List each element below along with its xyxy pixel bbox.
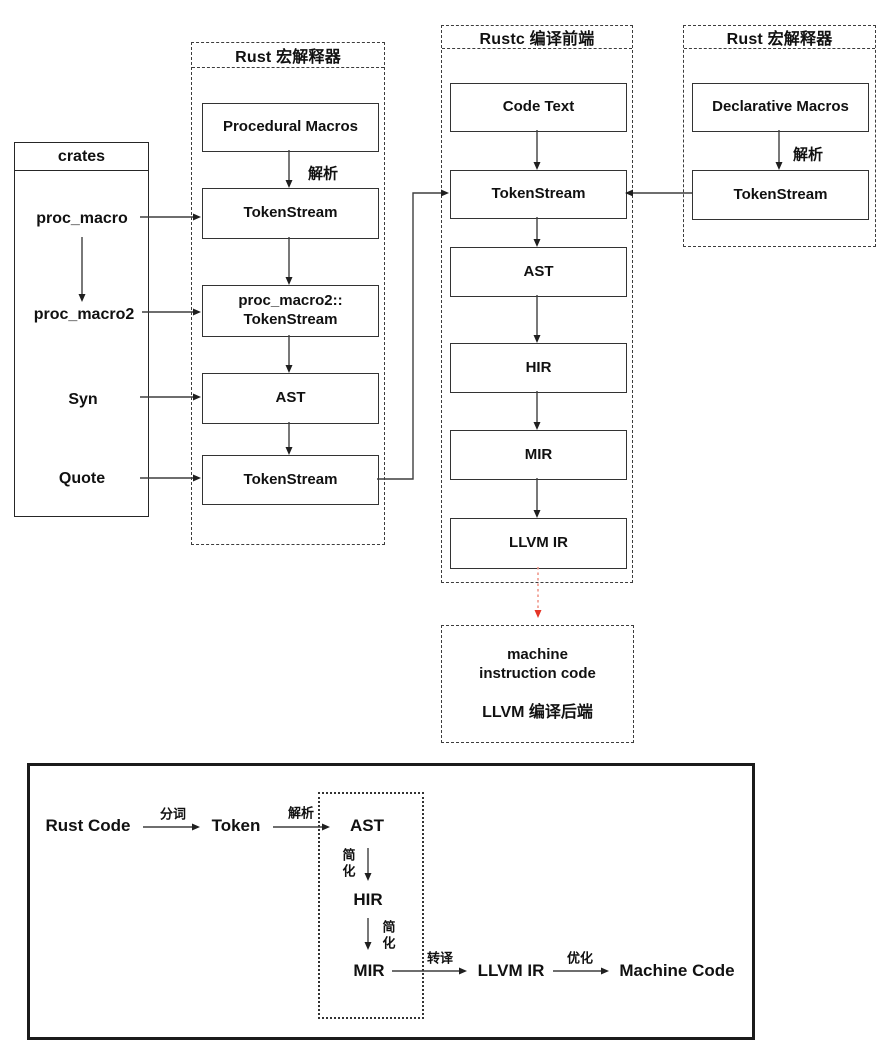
connector-left-tokenstream-to-mid: [377, 189, 449, 480]
node-procedural-macros: Procedural Macros: [202, 103, 379, 152]
bottom-pipeline-frame: [27, 763, 755, 1040]
crate-item-proc-macro: proc_macro: [36, 210, 128, 227]
node-declarative-macros: Declarative Macros: [692, 83, 869, 132]
node-proc-macro2-tokenstream: proc_macro2:: TokenStream: [202, 285, 379, 337]
flow-node-machine-code: Machine Code: [619, 961, 735, 980]
flow-node-mir: MIR: [353, 961, 385, 980]
edge-label-tokenize: 分词: [159, 806, 187, 822]
node-mir-mid: MIR: [450, 430, 627, 480]
parse-label-right: 解析: [792, 146, 824, 164]
crate-item-syn: Syn: [68, 391, 98, 408]
edge-label-optimize: 优化: [566, 950, 594, 966]
edge-label-translate: 转译: [426, 950, 454, 966]
flow-node-rust-code: Rust Code: [45, 816, 131, 835]
node-code-text: Code Text: [450, 83, 627, 132]
node-llvm-ir-mid: LLVM IR: [450, 518, 627, 569]
macro-interpreter-panel-right-title: Rust 宏解释器: [684, 26, 875, 49]
edge-label-simplify-b: 简化: [382, 919, 396, 950]
node-tokenstream-mid: TokenStream: [450, 170, 627, 219]
macro-interpreter-panel-left-title: Rust 宏解释器: [192, 43, 384, 68]
edge-label-simplify-a: 简化: [342, 847, 356, 878]
node-tokenstream-left-2: TokenStream: [202, 455, 379, 505]
flow-node-llvm-ir: LLVM IR: [477, 961, 545, 980]
macro-interpreter-panel-right: Rust 宏解释器: [683, 25, 876, 247]
rustc-frontend-panel-title: Rustc 编译前端: [442, 26, 632, 49]
node-tokenstream-left-1: TokenStream: [202, 188, 379, 239]
parse-label-left: 解析: [307, 165, 339, 183]
crate-item-quote: Quote: [58, 470, 106, 487]
llvm-backend-box: machine instruction code LLVM 编译后端: [441, 625, 634, 743]
node-ast-mid: AST: [450, 247, 627, 297]
crate-item-proc-macro2: proc_macro2: [33, 306, 135, 323]
flow-node-hir: HIR: [353, 890, 383, 909]
node-tokenstream-right: TokenStream: [692, 170, 869, 220]
crates-panel: crates proc_macro proc_macro2 Syn Quote: [14, 142, 149, 517]
ir-stages-dotted-box: [318, 792, 424, 1019]
machine-code-line-2: instruction code: [479, 664, 596, 682]
edge-label-parse: 解析: [287, 805, 315, 821]
machine-code-line-1: machine: [507, 645, 568, 663]
node-ast-left: AST: [202, 373, 379, 424]
crates-panel-title: crates: [15, 143, 148, 171]
flow-node-ast: AST: [350, 816, 384, 835]
llvm-backend-label: LLVM 编译后端: [482, 704, 593, 722]
flow-node-token: Token: [211, 816, 261, 835]
node-hir-mid: HIR: [450, 343, 627, 393]
